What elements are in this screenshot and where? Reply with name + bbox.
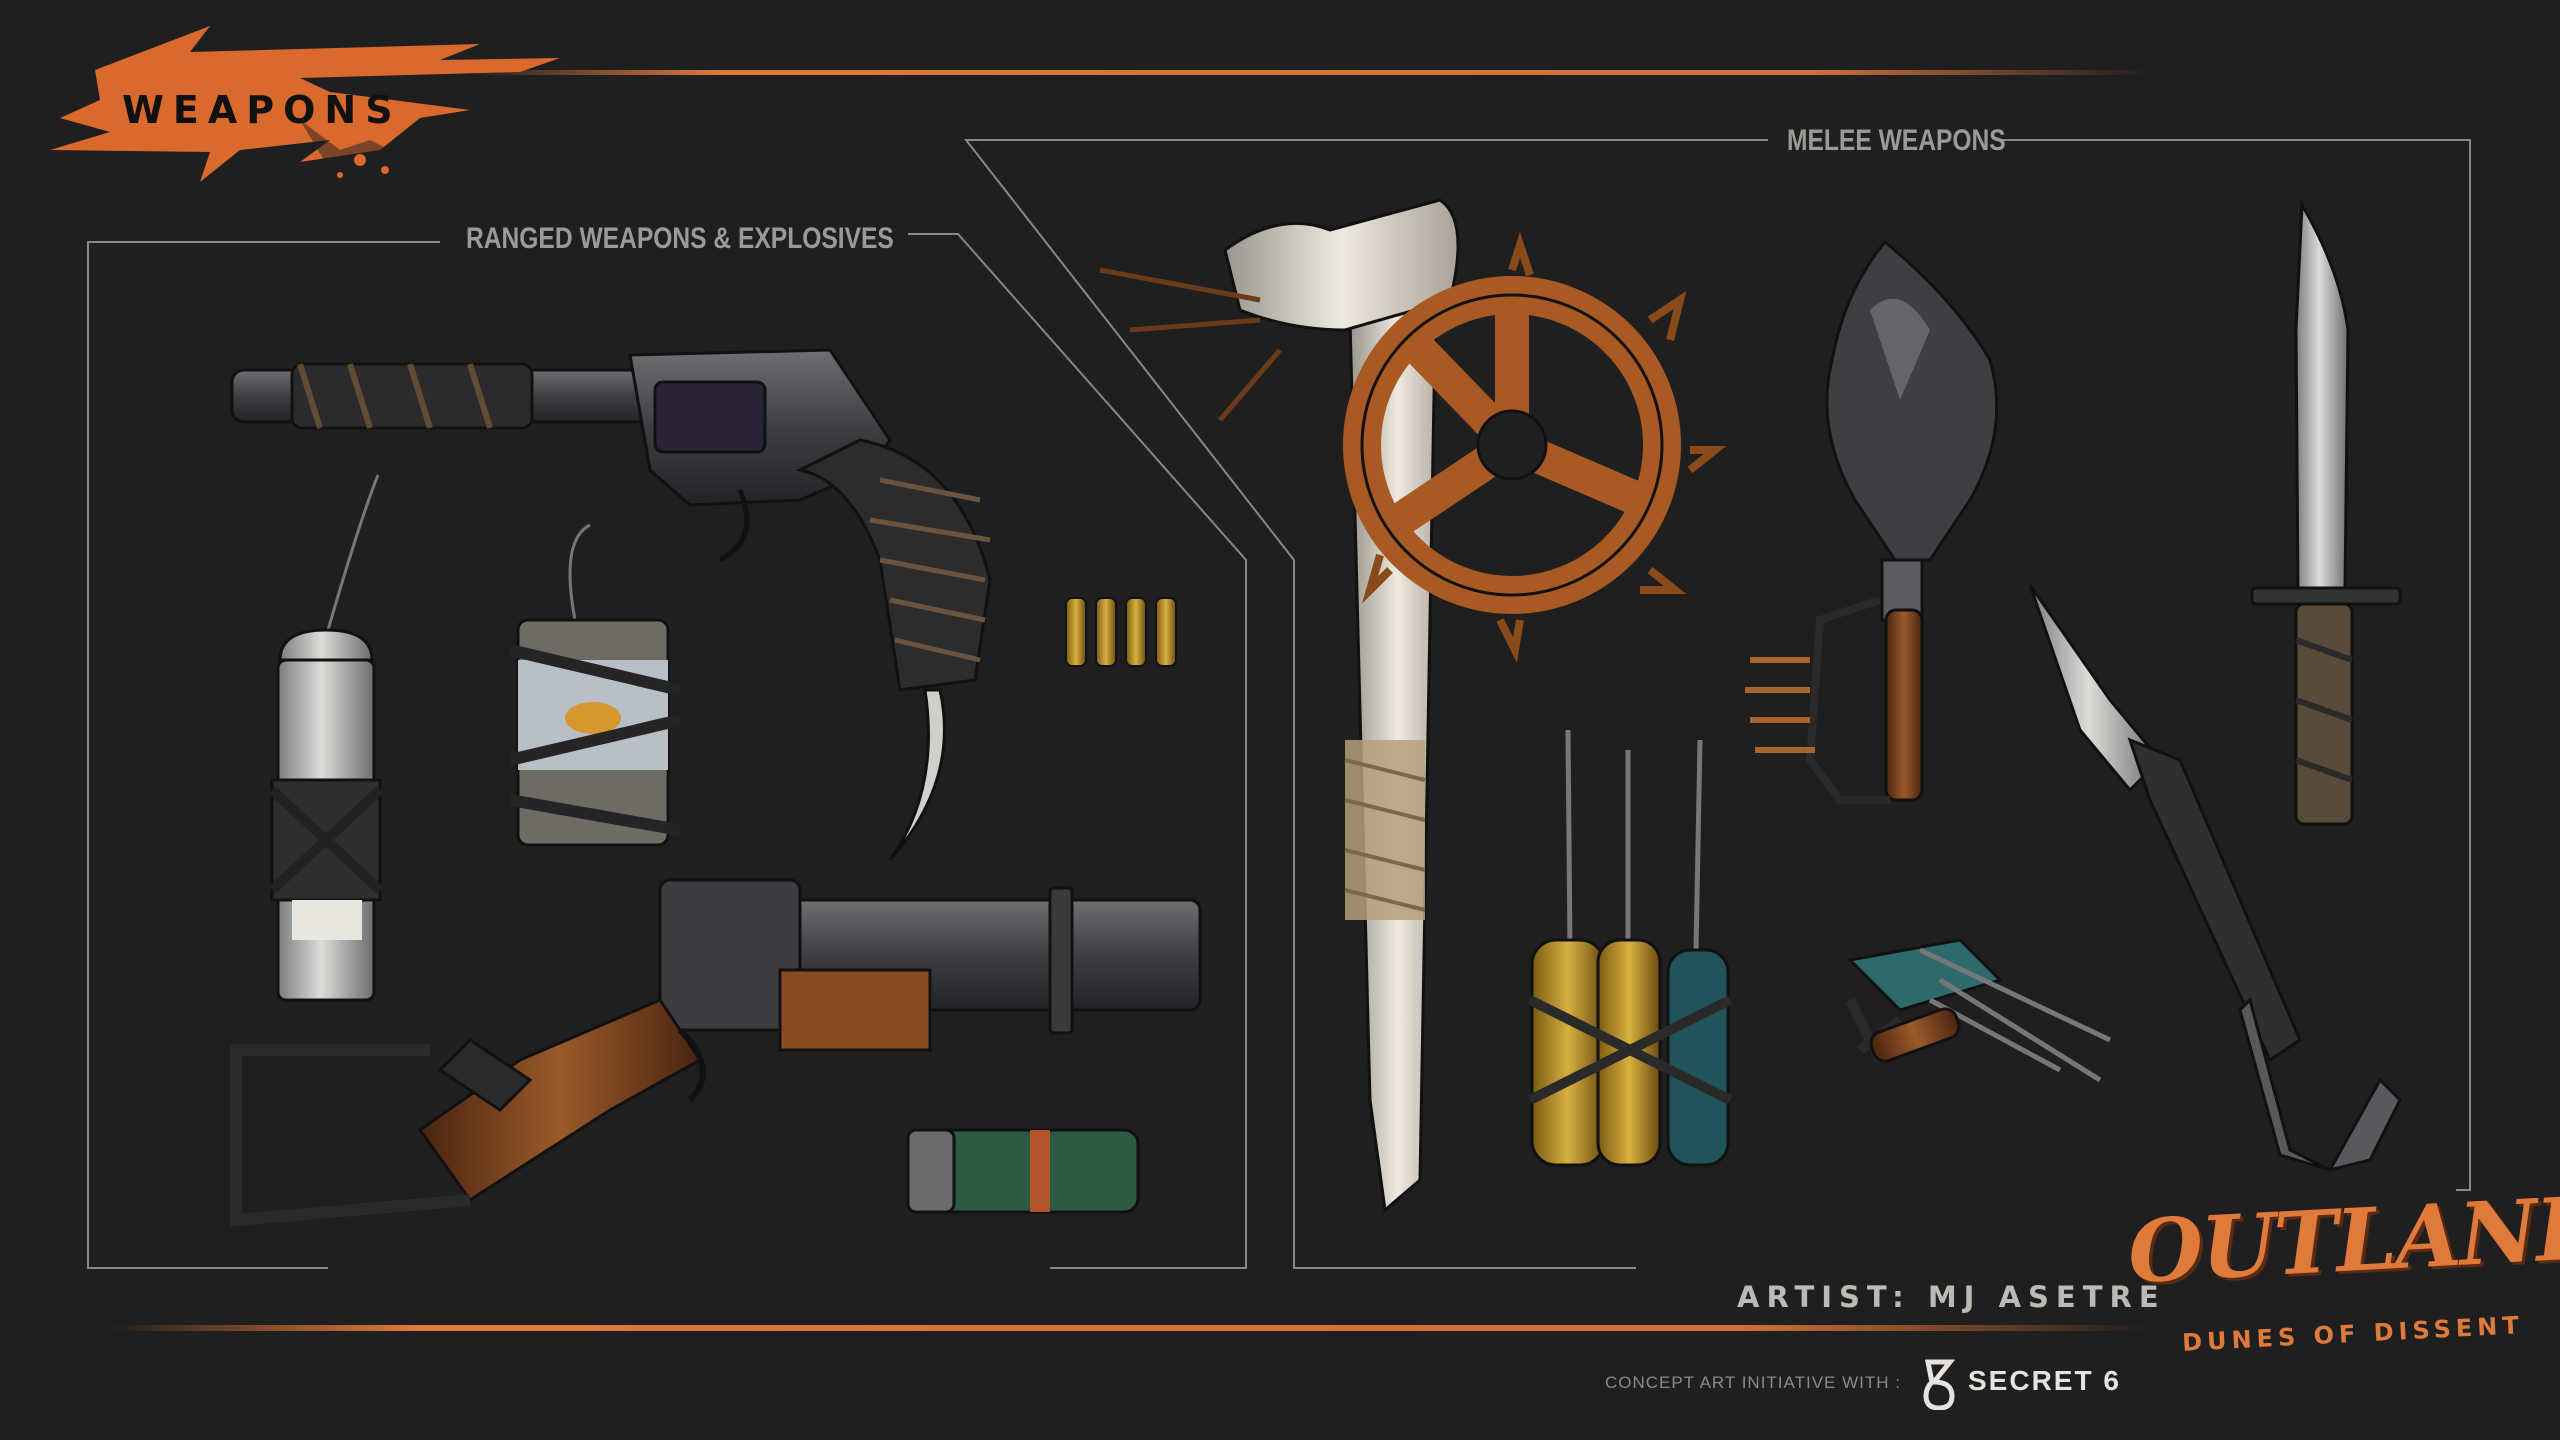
revolver-with-blade-grip bbox=[230, 348, 992, 861]
bullets bbox=[1065, 597, 1177, 667]
footer-divider-line bbox=[110, 1325, 2150, 1331]
screwdrivers bbox=[1527, 729, 1733, 1167]
combat-knife bbox=[2250, 199, 2402, 826]
partner-name: SECRET 6 bbox=[1968, 1365, 2121, 1396]
section-label-ranged: RANGED WEAPONS & EXPLOSIVES bbox=[466, 222, 894, 255]
bone-gear-club bbox=[1099, 198, 1727, 1213]
pipe-shotgun bbox=[230, 878, 1202, 1227]
screwdriver-bundle bbox=[1845, 938, 2112, 1083]
shovel-spear bbox=[1745, 239, 1999, 804]
shell bbox=[906, 1128, 1140, 1214]
wrench-blade bbox=[2028, 584, 2402, 1172]
melee-frame bbox=[963, 139, 2471, 1269]
initiative-text: CONCEPT ART INITIATIVE WITH : bbox=[1605, 1373, 1901, 1392]
artist-credit: ARTIST: MJ ASETRE bbox=[1737, 1280, 2166, 1314]
section-label-melee: MELEE WEAPONS bbox=[1787, 124, 2006, 157]
pipe-bomb bbox=[268, 474, 384, 1002]
ranged-frame bbox=[87, 233, 1247, 1269]
header-divider-line bbox=[470, 70, 2150, 75]
secret6-logo-icon bbox=[1923, 1359, 1956, 1410]
page-title: WEAPONS bbox=[122, 88, 402, 132]
header-brush-banner bbox=[50, 26, 560, 182]
can-bomb bbox=[508, 523, 682, 847]
